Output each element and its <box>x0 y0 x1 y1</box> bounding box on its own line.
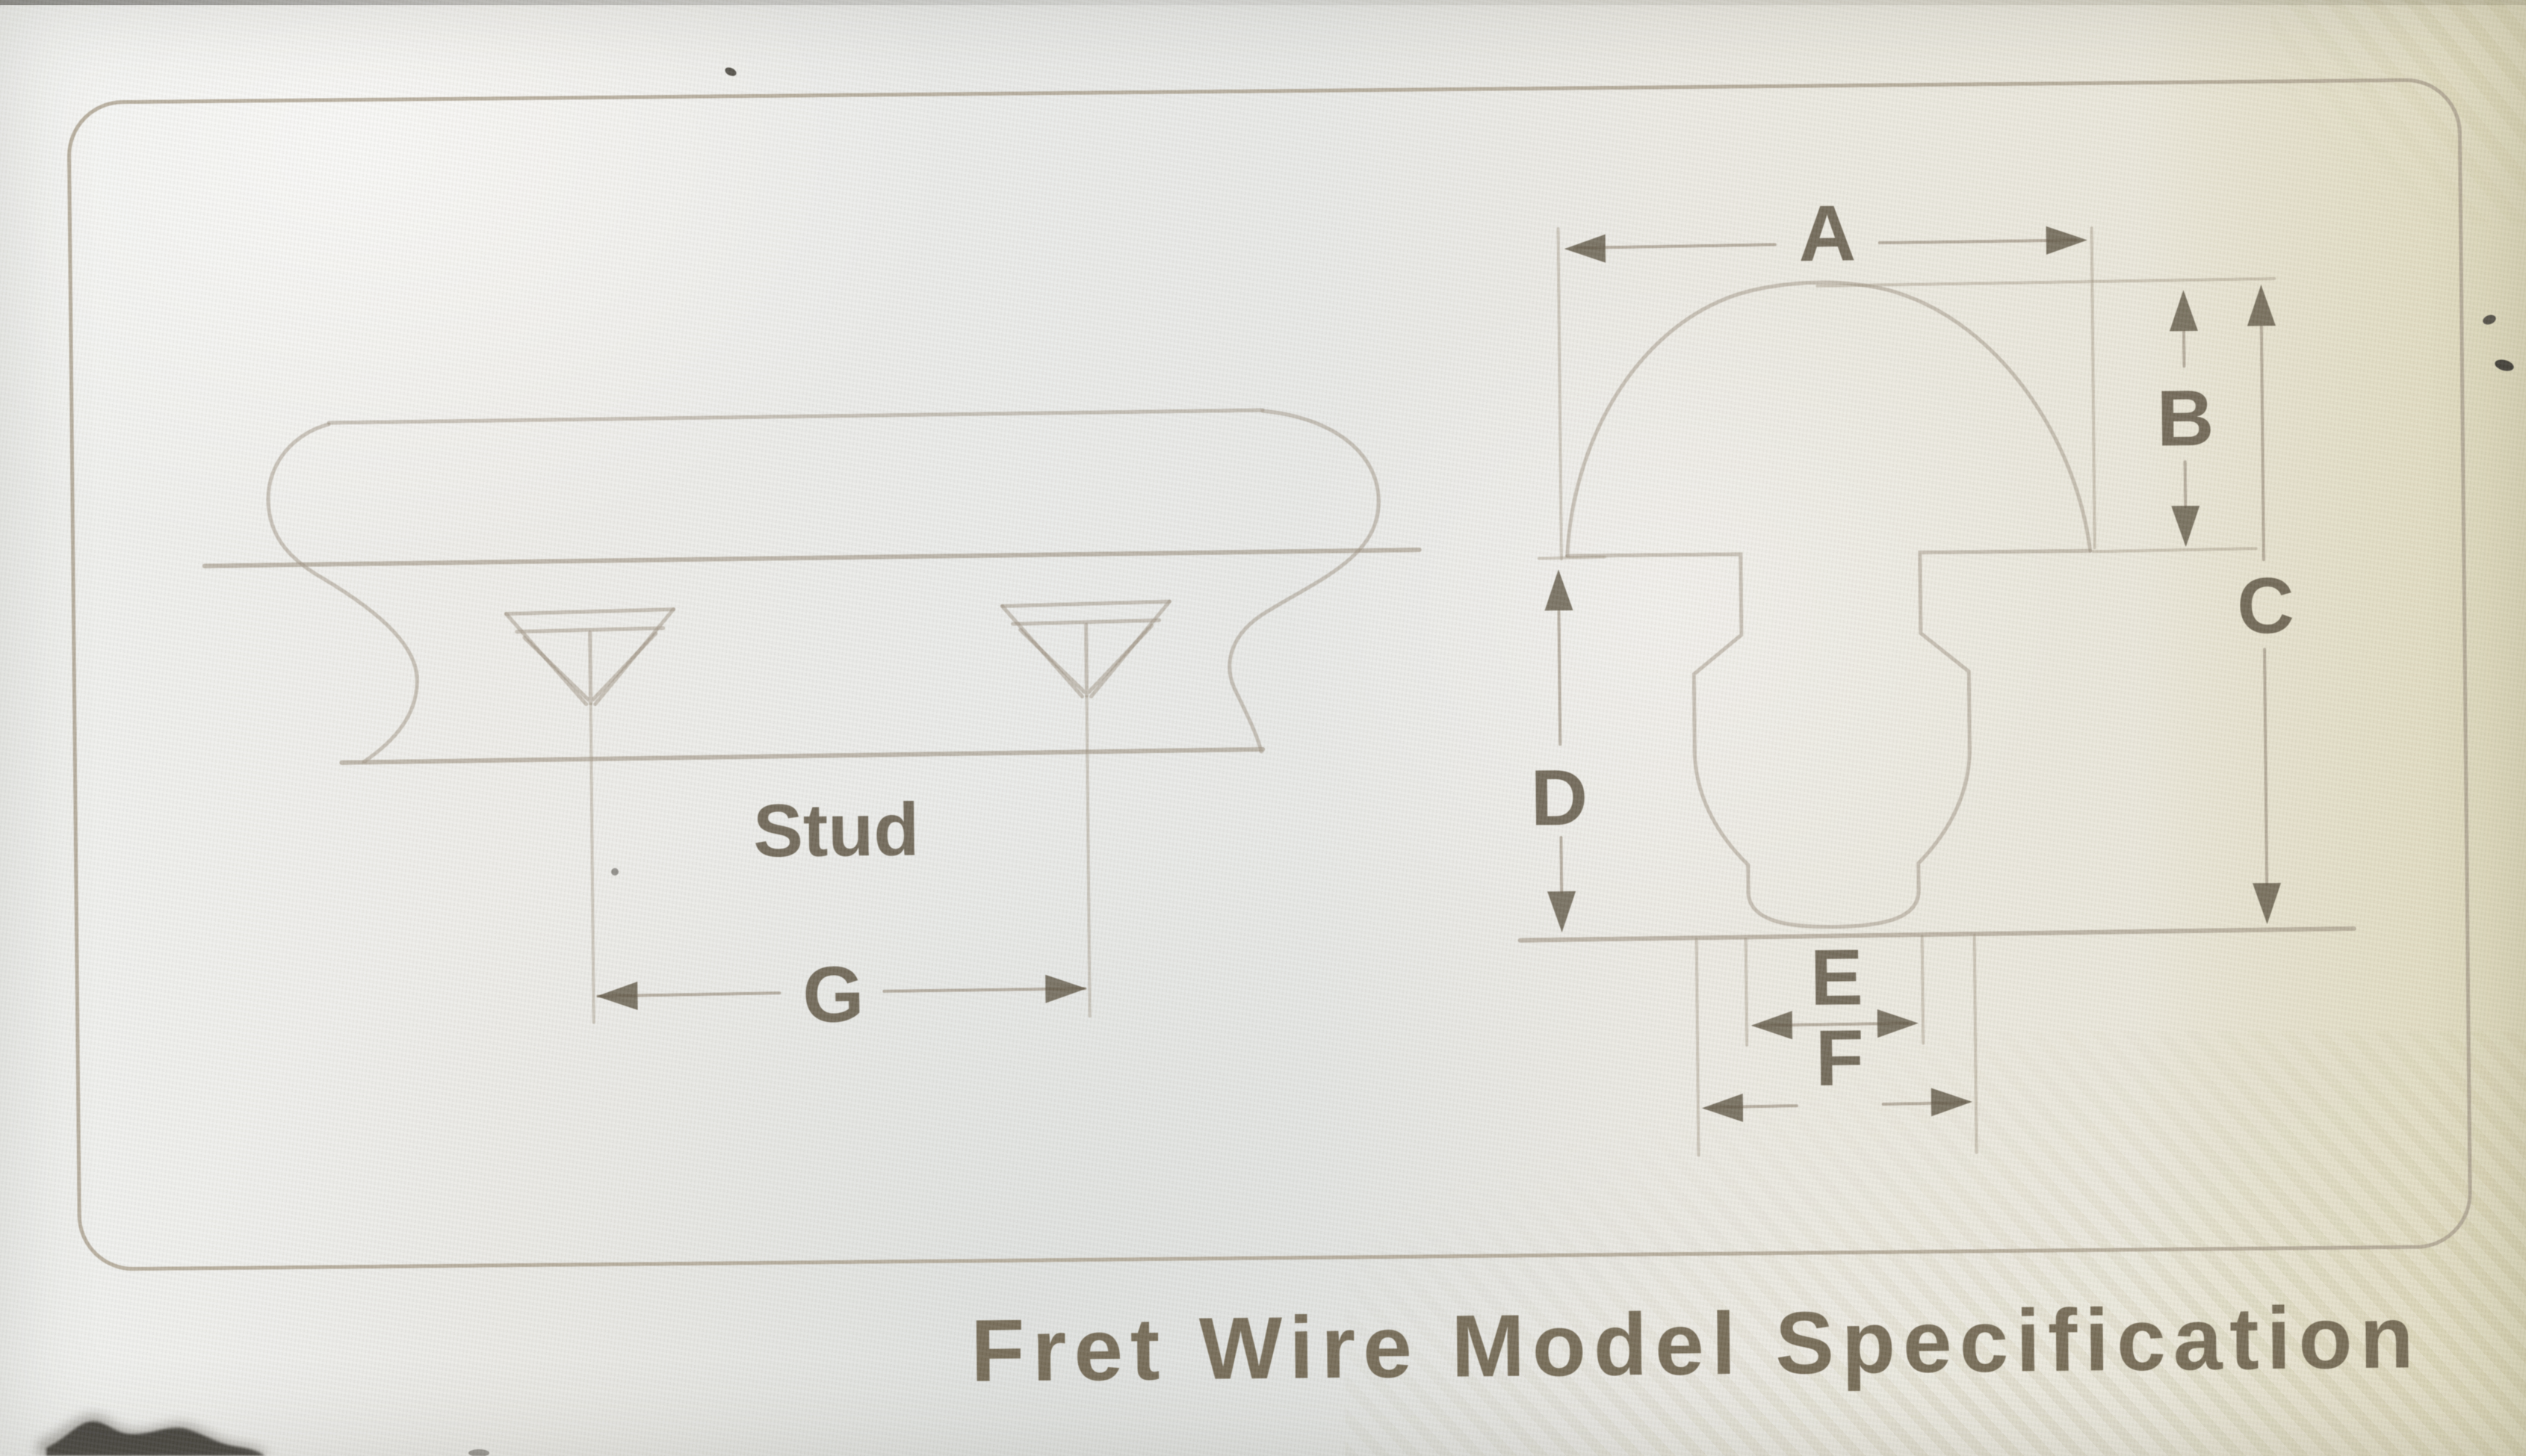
crown-left-extension <box>1556 227 1563 561</box>
cross-section-diagram: A B C <box>1517 189 2356 1157</box>
dim-a-arrow-left <box>1564 234 1606 263</box>
crown-right-extension <box>2090 226 2096 550</box>
stud1-top-line <box>504 607 675 616</box>
dim-a-line <box>1573 238 2078 250</box>
fret-stud-2 <box>1000 599 1171 1018</box>
side-view-diagram: Stud G <box>202 408 1422 1039</box>
stud1-extension-line <box>589 702 595 1024</box>
dim-b-arrow-up <box>2169 290 2198 332</box>
dim-e-arrow-right <box>1877 1009 1919 1038</box>
fretboard-bottom-line <box>339 746 1266 765</box>
dim-a-arrow-right <box>2046 226 2087 255</box>
dim-label-f: F <box>1815 1014 1864 1103</box>
tang-top-tick <box>1537 555 1606 560</box>
tang-outline <box>1565 548 2093 929</box>
speck-right-2 <box>2495 359 2514 371</box>
crown-top-reference-line <box>1815 276 2276 288</box>
left-break-line <box>266 422 419 764</box>
dim-label-b: B <box>2156 374 2214 463</box>
dim-label-c: C <box>2237 562 2295 651</box>
stud-spacing-dimension: Stud G <box>596 787 1087 1039</box>
dim-c-arrow-down <box>2253 882 2282 925</box>
stud2-top-line <box>1000 599 1171 608</box>
dim-g-arrow-right <box>1045 974 1087 1003</box>
tang-baseline <box>1517 926 2356 943</box>
dim-f-arrow-left <box>1701 1093 1744 1122</box>
photo-top-edge-shadow <box>0 0 2526 5</box>
stud2-inner-v <box>1018 622 1154 698</box>
stud2-extension-line <box>1085 695 1092 1018</box>
right-break-line <box>1228 409 1381 754</box>
tang-depth-dimension: D <box>1530 569 1588 933</box>
printed-content: Stud G <box>67 78 2472 1401</box>
crown-outline <box>1565 280 2093 558</box>
stud-label: Stud <box>753 787 920 873</box>
speck-right-1 <box>2483 315 2496 325</box>
dim-g-arrow-left <box>596 982 638 1011</box>
speck-bottom-edge <box>468 1449 489 1456</box>
dim-d-arrow-up <box>1544 569 1573 611</box>
overall-height-dimension: C <box>2237 285 2295 925</box>
tang-width-extensions <box>1744 935 1925 1047</box>
dim-label-g: G <box>802 950 865 1039</box>
fingerboard-surface-line <box>202 547 1422 569</box>
dim-label-d: D <box>1530 754 1588 843</box>
bottom-left-smudge <box>46 1421 265 1456</box>
dim-d-arrow-down <box>1547 890 1576 933</box>
barb-width-dimension: F <box>1701 1014 1972 1122</box>
dim-b-arrow-down <box>2171 505 2200 548</box>
stud1-inner-top-line <box>515 626 666 634</box>
fabric-stripes-top-right <box>2271 0 2526 224</box>
page-title: Fret Wire Model Specification <box>971 1288 2421 1401</box>
stud2-inner-top-line <box>1011 618 1162 626</box>
crown-width-dimension: A <box>1564 189 2087 278</box>
photo-artifacts <box>37 67 2514 1456</box>
dim-label-a: A <box>1798 189 1857 278</box>
barb-width-extensions <box>1694 933 1978 1157</box>
dim-d-line <box>1557 610 1564 894</box>
dim-f-line <box>1709 1101 1966 1109</box>
speck-left-diagram <box>611 868 619 876</box>
crown-height-dimension: B <box>2156 290 2214 548</box>
dim-e-arrow-left <box>1750 1011 1793 1040</box>
dim-b-line <box>2182 330 2188 509</box>
dim-f-arrow-right <box>1931 1088 1972 1117</box>
dim-c-arrow-up <box>2247 285 2276 326</box>
tang-width-dimension: E <box>1750 933 1919 1040</box>
dim-c-line <box>2259 325 2269 886</box>
speck-top-center <box>725 67 737 76</box>
fretboard-top-line <box>326 408 1265 425</box>
stud1-inner-v <box>522 631 658 706</box>
dim-label-e: E <box>1810 933 1863 1022</box>
crown-underside-reference-line <box>2091 547 2258 554</box>
spec-frame-border <box>67 78 2472 1271</box>
fret-stud-1 <box>504 607 675 1024</box>
